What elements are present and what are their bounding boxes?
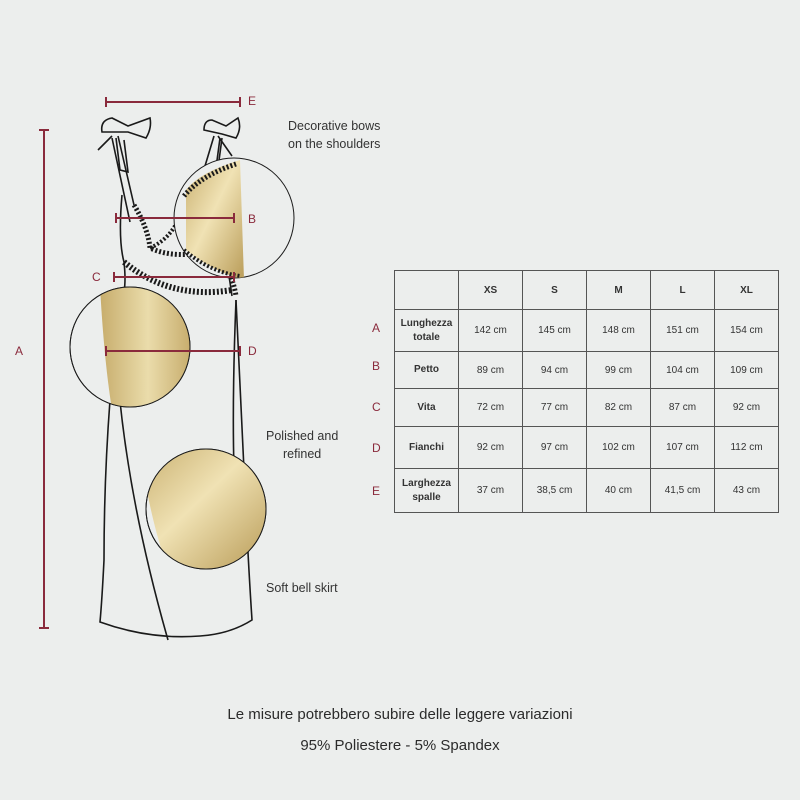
- table-cell: 99 cm: [586, 351, 651, 389]
- table-cell: 38,5 cm: [522, 468, 587, 513]
- size-header-m: M: [586, 270, 651, 310]
- measure-label-d: D: [248, 344, 257, 358]
- table-cell: 102 cm: [586, 426, 651, 469]
- table-cell: 112 cm: [714, 426, 779, 469]
- table-cell: 97 cm: [522, 426, 587, 469]
- table-cell: 37 cm: [458, 468, 523, 513]
- size-header-xl: XL: [714, 270, 779, 310]
- table-header-row: XS S M L XL: [394, 270, 779, 310]
- table-cell: 109 cm: [714, 351, 779, 389]
- table-cell: 148 cm: [586, 309, 651, 352]
- row-name-vita: Vita: [394, 388, 459, 427]
- size-header-xs: XS: [458, 270, 523, 310]
- magnifier-skirt: [145, 448, 267, 570]
- measure-label-c: C: [92, 270, 101, 284]
- row-letter-e: E: [372, 484, 381, 498]
- table-cell: 151 cm: [650, 309, 715, 352]
- table-cell: 40 cm: [586, 468, 651, 513]
- table-cell: 92 cm: [714, 388, 779, 427]
- fabric-composition: 95% Poliestere - 5% Spandex: [300, 737, 500, 754]
- size-header-s: S: [522, 270, 587, 310]
- table-row: Vita 72 cm 77 cm 82 cm 87 cm 92 cm: [394, 388, 779, 427]
- size-header-l: L: [650, 270, 715, 310]
- row-letter-c: C: [372, 400, 381, 414]
- table-cell: 43 cm: [714, 468, 779, 513]
- table-cell: 92 cm: [458, 426, 523, 469]
- row-letter-a: A: [372, 321, 381, 335]
- callout-bows: Decorative bows on the shoulders: [288, 119, 381, 151]
- table-cell: 82 cm: [586, 388, 651, 427]
- magnifier-hips: [69, 286, 191, 408]
- measure-label-e: E: [248, 94, 257, 108]
- table-cell: 87 cm: [650, 388, 715, 427]
- table-row: Fianchi 92 cm 97 cm 102 cm 107 cm 112 cm: [394, 426, 779, 469]
- measure-lines: [39, 97, 241, 629]
- table-cell: 107 cm: [650, 426, 715, 469]
- callout-polished: Polished and refined: [266, 429, 339, 461]
- row-name-petto: Petto: [394, 351, 459, 389]
- table-cell: 154 cm: [714, 309, 779, 352]
- table-cell: 77 cm: [522, 388, 587, 427]
- table-cell: 94 cm: [522, 351, 587, 389]
- row-letter-d: D: [372, 441, 381, 455]
- table-cell: 72 cm: [458, 388, 523, 427]
- table-cell: 145 cm: [522, 309, 587, 352]
- callout-skirt: Soft bell skirt: [266, 581, 338, 595]
- row-name-fianchi: Fianchi: [394, 426, 459, 469]
- table-cell: 89 cm: [458, 351, 523, 389]
- table-row: Petto 89 cm 94 cm 99 cm 104 cm 109 cm: [394, 351, 779, 389]
- row-letter-b: B: [372, 359, 381, 373]
- measure-label-a: A: [15, 344, 24, 358]
- measure-label-b: B: [248, 212, 257, 226]
- table-corner: [394, 270, 459, 310]
- measurement-note: Le misure potrebbero subire delle legger…: [227, 706, 573, 723]
- table-cell: 142 cm: [458, 309, 523, 352]
- table-cell: 41,5 cm: [650, 468, 715, 513]
- table-cell: 104 cm: [650, 351, 715, 389]
